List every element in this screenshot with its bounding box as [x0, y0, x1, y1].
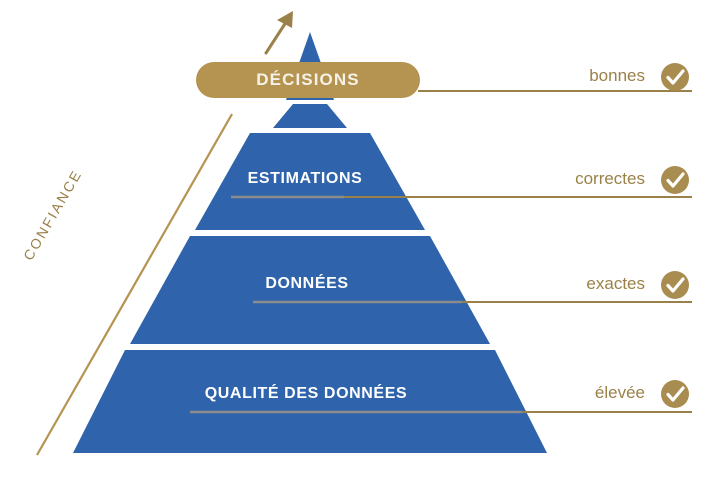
- decisions-pill[interactable]: [196, 62, 420, 98]
- pyramid-level-donnees: [130, 236, 490, 344]
- confiance-axis-line: [36, 113, 233, 456]
- check-circle-icon-qualite: [661, 380, 689, 408]
- pyramid-label-donnees: DONNÉES: [265, 275, 349, 292]
- pyramid-label-qualite: QUALITÉ DES DONNÉES: [204, 385, 408, 402]
- value-label-decisions: bonnes: [589, 66, 645, 85]
- value-label-qualite: élevée: [594, 383, 645, 402]
- growth-arrow-icon: [264, 11, 293, 55]
- check-circle-icon-donnees: [661, 271, 689, 299]
- pyramid-level-estimations: [195, 133, 425, 230]
- value-label-donnees: exactes: [586, 274, 645, 293]
- value-label-estimations: correctes: [575, 169, 645, 188]
- pyramid-level-qualite: [73, 350, 547, 453]
- check-circle-icon-decisions: [661, 63, 689, 91]
- pyramid-label-estimations: ESTIMATIONS: [247, 170, 363, 187]
- decisions-pill-label: DÉCISIONS: [256, 70, 360, 89]
- check-circle-icon-estimations: [661, 166, 689, 194]
- pyramid-level-decisions: [273, 104, 347, 128]
